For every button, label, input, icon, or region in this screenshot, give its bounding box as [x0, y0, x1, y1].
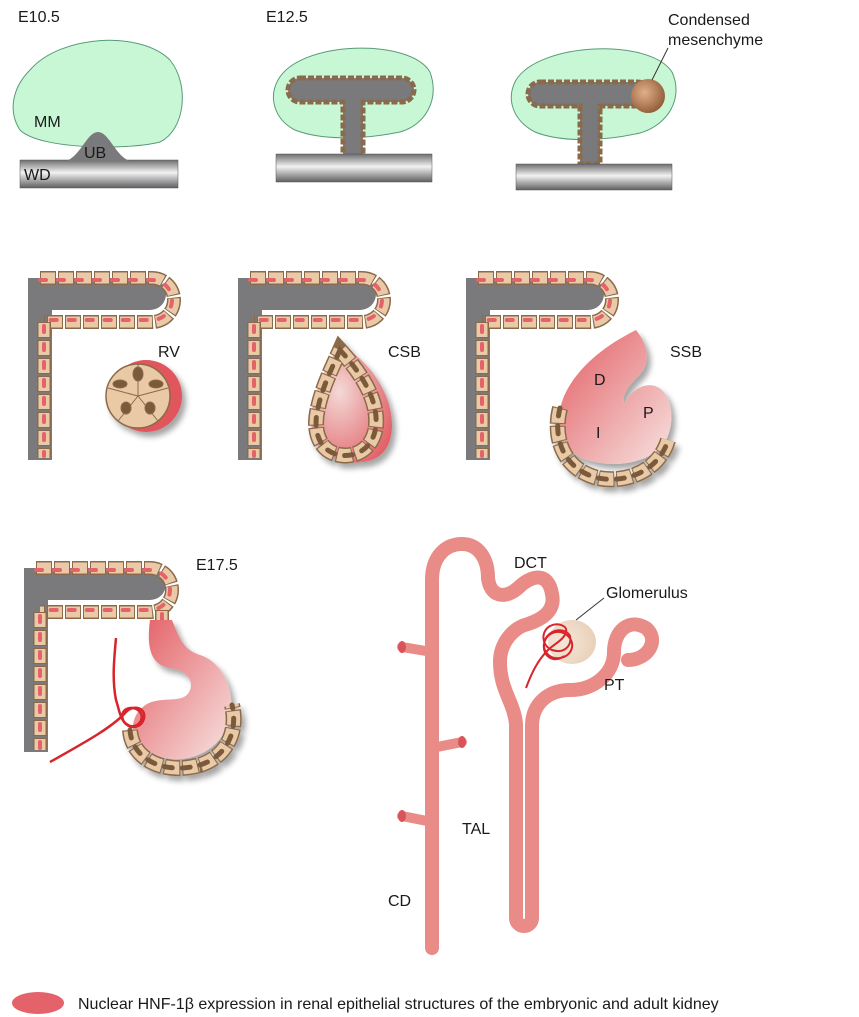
wolffian-duct — [276, 154, 432, 182]
panel-adult-nephron: DCT Glomerulus PT TAL CD — [388, 544, 688, 948]
label-dct: DCT — [514, 555, 547, 572]
condensed-mesenchyme — [631, 79, 665, 113]
legend: Nuclear HNF-1β expression in renal epith… — [12, 992, 719, 1014]
label-mesenchyme: mesenchyme — [668, 32, 763, 49]
collecting-duct — [398, 544, 488, 948]
glomerulus-pointer — [576, 598, 604, 620]
label-ssb: SSB — [670, 344, 702, 361]
panel-e10-5: E10.5 MM UB WD — [13, 9, 182, 188]
stage-label-e10-5: E10.5 — [18, 9, 60, 26]
label-glomerulus: Glomerulus — [606, 585, 688, 602]
stage-label-e12-5: E12.5 — [266, 9, 308, 26]
label-mm: MM — [34, 114, 61, 131]
stage-label-e17-5: E17.5 — [196, 557, 238, 574]
glomerulus — [526, 620, 596, 688]
panel-renal-vesicle: RV — [28, 278, 182, 460]
comma-shaped-body — [311, 345, 392, 463]
panel-comma-shaped-body: CSB — [238, 278, 421, 463]
red-nucleus-oval-icon — [12, 992, 64, 1014]
label-p: P — [643, 405, 654, 422]
label-condensed: Condensed — [668, 12, 750, 29]
label-i: I — [596, 425, 600, 442]
renal-vesicle — [106, 360, 182, 432]
label-pt: PT — [604, 677, 625, 694]
label-cd: CD — [388, 893, 411, 910]
wolffian-duct — [516, 164, 672, 190]
s-shaped-body — [558, 330, 672, 479]
label-csb: CSB — [388, 344, 421, 361]
legend-text: Nuclear HNF-1β expression in renal epith… — [78, 996, 719, 1013]
panel-e12-5: E12.5 — [266, 9, 433, 182]
panel-e17-5: E17.5 — [24, 557, 238, 768]
panel-s-shaped-body: SSB D P I — [466, 278, 702, 479]
label-ub: UB — [84, 145, 106, 162]
label-rv: RV — [158, 344, 180, 361]
label-wd: WD — [24, 167, 51, 184]
panel-condensed: Condensed mesenchyme — [511, 12, 763, 190]
developing-nephron — [130, 620, 234, 768]
label-d: D — [594, 372, 606, 389]
label-tal: TAL — [462, 821, 490, 838]
